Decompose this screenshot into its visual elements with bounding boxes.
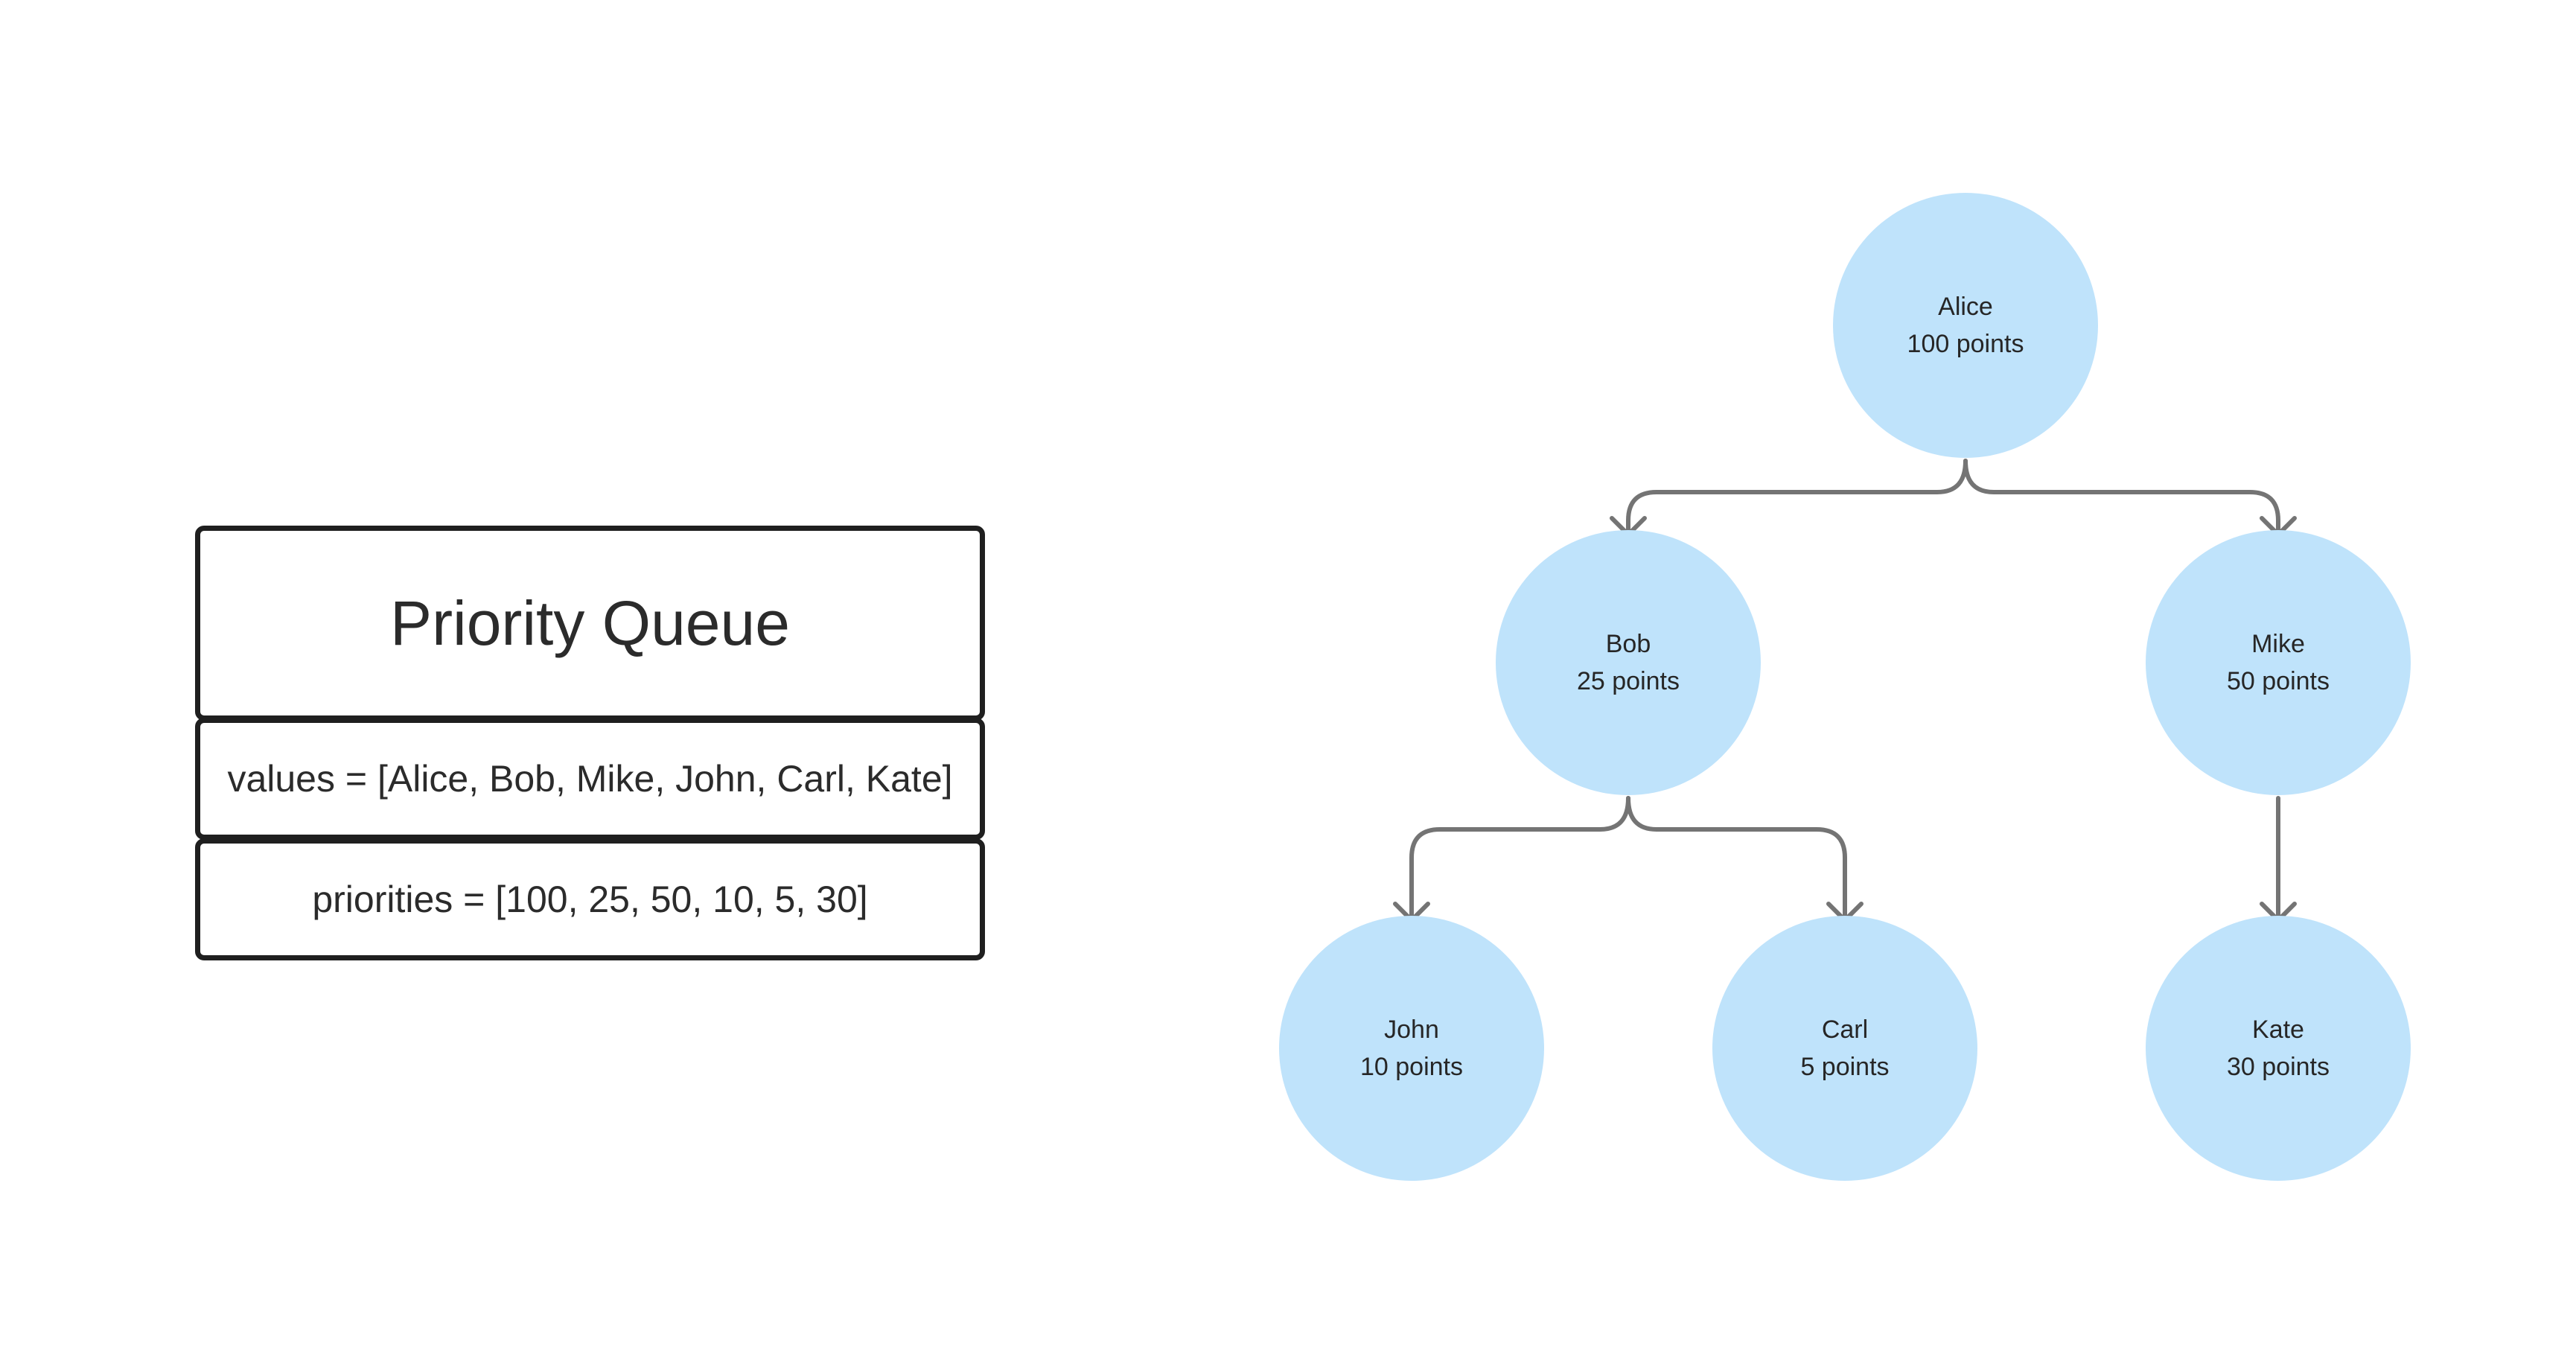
node-circle: [1496, 530, 1761, 795]
values-box: values = [Alice, Bob, Mike, John, Carl, …: [195, 718, 985, 840]
node-points: 30 points: [2227, 1053, 2330, 1081]
node-kate: Kate 30 points: [2146, 916, 2411, 1181]
node-name: Kate: [2252, 1016, 2304, 1044]
node-name: Alice: [1938, 293, 1993, 321]
node-circle: [1833, 193, 2098, 458]
node-points: 25 points: [1577, 667, 1680, 695]
node-john: John 10 points: [1279, 916, 1544, 1181]
node-name: Mike: [2251, 630, 2305, 658]
node-points: 100 points: [1907, 330, 2024, 358]
tree-edges: [1393, 459, 2297, 922]
node-circle: [2146, 916, 2411, 1181]
priorities-box: priorities = [100, 25, 50, 10, 5, 30]: [195, 838, 985, 960]
node-circle: [1279, 916, 1544, 1181]
edge-bob-carl: [1626, 796, 1864, 922]
node-circle: [2146, 530, 2411, 795]
node-points: 5 points: [1800, 1053, 1889, 1081]
node-mike: Mike 50 points: [2146, 530, 2411, 795]
node-name: John: [1384, 1016, 1439, 1044]
node-carl: Carl 5 points: [1712, 916, 1977, 1181]
node-points: 10 points: [1360, 1053, 1463, 1081]
edge-alice-mike: [1963, 459, 2297, 537]
priorities-text: priorities = [100, 25, 50, 10, 5, 30]: [312, 879, 868, 920]
node-name: Bob: [1606, 630, 1651, 658]
edge-alice-bob: [1610, 459, 1968, 537]
node-name: Carl: [1822, 1016, 1868, 1044]
node-alice: Alice 100 points: [1833, 193, 2098, 458]
edge-mike-kate: [2260, 796, 2297, 922]
priority-queue-title: Priority Queue: [390, 587, 790, 658]
edge-bob-john: [1393, 796, 1630, 922]
node-points: 50 points: [2227, 667, 2330, 695]
values-text: values = [Alice, Bob, Mike, John, Carl, …: [227, 758, 953, 800]
priority-queue-title-box: Priority Queue: [195, 526, 985, 721]
node-bob: Bob 25 points: [1496, 530, 1761, 795]
node-circle: [1712, 916, 1977, 1181]
